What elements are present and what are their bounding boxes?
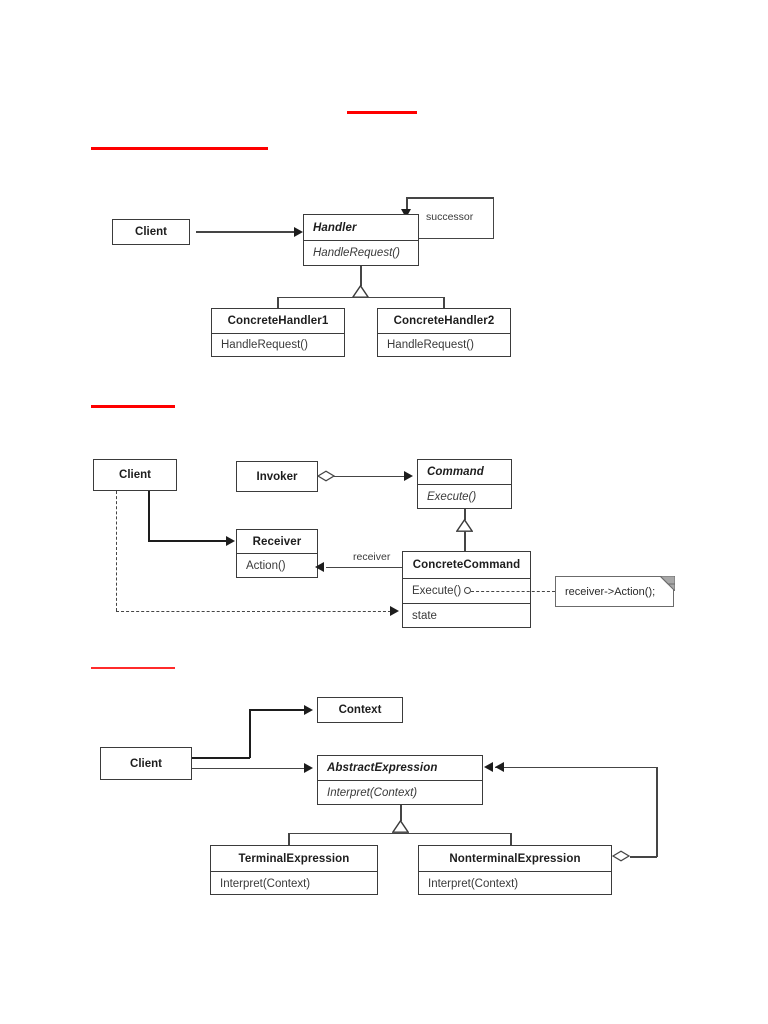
client-to-context-arrowhead xyxy=(304,705,313,715)
class-box-client-interpreter[interactable]: Client xyxy=(100,747,192,780)
aggregation-diamond-nonterminal xyxy=(612,850,630,862)
class-name-nonterminalexpression: NonterminalExpression xyxy=(449,852,581,865)
client-to-handler-line xyxy=(196,231,296,233)
class-box-concretehandler1[interactable]: ConcreteHandler1 HandleRequest() xyxy=(211,308,345,357)
generalization-drop-right xyxy=(443,296,445,309)
client-to-context-horizontal-upper xyxy=(249,709,306,711)
generalization-stem-abstractexpression xyxy=(400,805,402,821)
invoker-to-command-arrowhead xyxy=(404,471,413,481)
receiver-arrowhead xyxy=(315,562,324,572)
class-operation-command: Execute() xyxy=(418,484,511,508)
invoker-to-command-line xyxy=(334,475,406,477)
generalization-stem-command-top xyxy=(464,509,466,520)
class-box-handler[interactable]: Handler HandleRequest() xyxy=(303,214,419,266)
class-name-context: Context xyxy=(338,704,382,716)
class-name-invoker: Invoker xyxy=(256,470,298,483)
receiver-edge-label: receiver xyxy=(353,551,391,563)
client-to-concretecommand-arrowhead xyxy=(390,606,399,616)
client-to-abstractexpression-arrowhead xyxy=(304,763,313,773)
class-operation-nonterminalexpression: Interpret(Context) xyxy=(419,871,611,895)
class-box-terminalexpression[interactable]: TerminalExpression Interpret(Context) xyxy=(210,845,378,895)
note-anchor-circle xyxy=(464,587,471,594)
class-box-nonterminalexpression[interactable]: NonterminalExpression Interpret(Context) xyxy=(418,845,612,895)
client-to-receiver-horizontal xyxy=(148,540,228,542)
redline-top-center xyxy=(347,111,417,114)
class-operation-handler: HandleRequest() xyxy=(304,240,418,265)
successor-link-bottom xyxy=(418,237,494,239)
successor-link-top xyxy=(406,197,494,199)
class-operation-receiver: Action() xyxy=(237,553,317,577)
class-operation-concretehandler2: HandleRequest() xyxy=(378,333,510,356)
class-name-client-interpreter: Client xyxy=(130,757,162,770)
class-name-receiver: Receiver xyxy=(252,535,302,548)
nonterminal-loop-arrowhead-inner xyxy=(495,762,504,772)
class-name-concretehandler2: ConcreteHandler2 xyxy=(393,315,495,327)
class-name-client-command: Client xyxy=(119,469,151,481)
class-box-client-command[interactable]: Client xyxy=(93,459,177,491)
successor-link-down xyxy=(406,197,408,215)
note-leader-dashed xyxy=(471,590,555,592)
client-to-handler-arrowhead xyxy=(294,227,303,237)
redline-heading-3 xyxy=(91,667,175,669)
class-box-invoker[interactable]: Invoker xyxy=(236,461,318,492)
class-box-context[interactable]: Context xyxy=(317,697,403,723)
nonterminal-loop-arrowhead-outer xyxy=(484,762,493,772)
class-name-concretecommand: ConcreteCommand xyxy=(412,559,521,571)
generalization-drop-nonterminal xyxy=(510,832,512,846)
class-operation-terminalexpression: Interpret(Context) xyxy=(211,871,377,895)
class-box-command[interactable]: Command Execute() xyxy=(417,459,512,509)
aggregation-diamond-invoker xyxy=(317,470,335,482)
successor-link-right xyxy=(492,197,494,239)
generalization-triangle-handler xyxy=(352,285,369,298)
generalization-stem-handler xyxy=(360,266,362,286)
note-receiver-action: receiver->Action(); xyxy=(555,575,675,607)
client-to-concretecommand-dashed-vertical xyxy=(116,491,117,611)
class-box-client[interactable]: Client xyxy=(112,219,190,245)
client-to-context-horizontal-lower xyxy=(192,757,250,759)
class-operation-abstractexpression: Interpret(Context) xyxy=(318,780,482,804)
redline-heading-2 xyxy=(91,405,175,408)
class-operation-concretecommand: Execute() xyxy=(403,578,530,603)
class-box-abstractexpression[interactable]: AbstractExpression Interpret(Context) xyxy=(317,755,483,805)
concretecommand-to-receiver-line xyxy=(326,566,403,568)
successor-arrowhead xyxy=(401,209,411,218)
nonterminal-loop-right xyxy=(656,766,658,857)
class-operation-concretehandler1: HandleRequest() xyxy=(212,333,344,356)
class-box-concretehandler2[interactable]: ConcreteHandler2 HandleRequest() xyxy=(377,308,511,357)
class-name-client: Client xyxy=(135,226,167,238)
generalization-drop-left xyxy=(277,296,279,309)
client-to-receiver-arrowhead xyxy=(226,535,235,546)
successor-label: successor xyxy=(426,211,474,223)
nonterminal-loop-bottom xyxy=(630,856,657,858)
generalization-triangle-command xyxy=(456,519,473,532)
client-to-receiver-vertical xyxy=(148,491,150,541)
generalization-bus-handler xyxy=(277,296,444,298)
client-to-context-vertical xyxy=(249,710,251,758)
class-attribute-concretecommand: state xyxy=(403,603,530,627)
generalization-drop-terminal xyxy=(288,832,290,846)
class-name-abstractexpression: AbstractExpression xyxy=(327,762,438,774)
class-name-command: Command xyxy=(427,466,484,478)
note-fold-corner-icon xyxy=(658,575,675,592)
class-name-terminalexpression: TerminalExpression xyxy=(238,852,350,865)
note-text: receiver->Action(); xyxy=(565,585,656,598)
generalization-stem-command-bottom xyxy=(464,531,466,551)
nonterminal-loop-top xyxy=(495,766,658,768)
generalization-bus-abstractexpression xyxy=(288,832,512,834)
client-to-abstractexpression-line xyxy=(192,767,306,769)
class-name-handler: Handler xyxy=(313,221,357,234)
redline-heading-1 xyxy=(91,147,268,150)
class-box-receiver[interactable]: Receiver Action() xyxy=(236,529,318,578)
generalization-triangle-abstractexpression xyxy=(392,820,409,833)
client-to-concretecommand-dashed-horizontal xyxy=(116,611,391,612)
class-name-concretehandler1: ConcreteHandler1 xyxy=(227,315,329,327)
